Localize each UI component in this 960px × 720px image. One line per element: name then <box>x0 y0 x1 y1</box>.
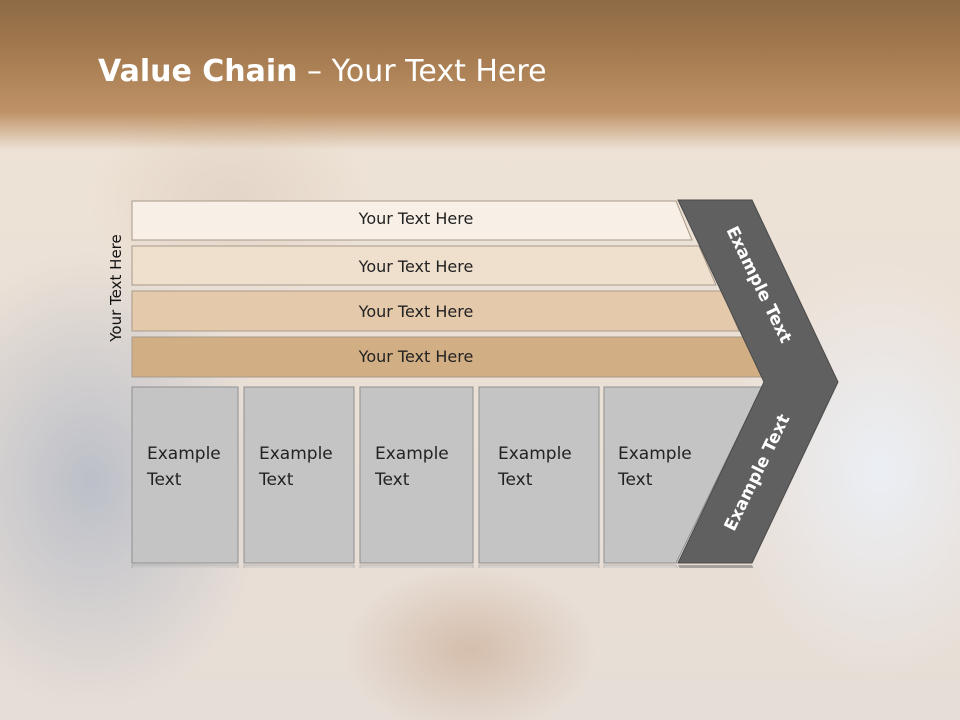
box-2-line1: Example <box>259 444 333 464</box>
reflection-box-3 <box>359 564 474 720</box>
bar-1 <box>131 200 693 241</box>
box-1 <box>131 386 239 564</box>
reflection-chevron <box>678 565 808 683</box>
reflection-box-1 <box>131 564 239 720</box>
box-3-line2: Text <box>374 470 410 490</box>
bar-4-label: Your Text Here <box>358 347 474 366</box>
bar-3 <box>131 290 740 332</box>
box-3 <box>359 386 474 564</box>
bar-1-label: Your Text Here <box>358 209 474 228</box>
chevron-arrow <box>677 199 839 564</box>
box-5 <box>603 386 763 564</box>
reflection-box-5 <box>603 564 753 720</box>
box-3-line1: Example <box>375 444 449 464</box>
title-bold: Value Chain <box>98 54 298 89</box>
box-5-line1: Example <box>618 444 692 464</box>
bar-3-label: Your Text Here <box>358 302 474 321</box>
bar-2-label: Your Text Here <box>358 257 474 276</box>
box-4-line2: Text <box>497 470 533 490</box>
reflection <box>131 564 808 720</box>
slide-title: Value Chain – Your Text Here <box>98 54 547 89</box>
box-4-line1: Example <box>498 444 572 464</box>
header-band <box>0 0 960 150</box>
reflection-box-4 <box>478 564 600 720</box>
box-4 <box>478 386 600 564</box>
box-2 <box>243 386 355 564</box>
box-5-line2: Text <box>617 470 653 490</box>
box-2-line2: Text <box>258 470 294 490</box>
bar-2 <box>131 245 717 286</box>
title-rest: – Your Text Here <box>297 54 547 89</box>
box-1-line2: Text <box>146 470 182 490</box>
reflection-box-2 <box>243 564 355 720</box>
box-1-line1: Example <box>147 444 221 464</box>
